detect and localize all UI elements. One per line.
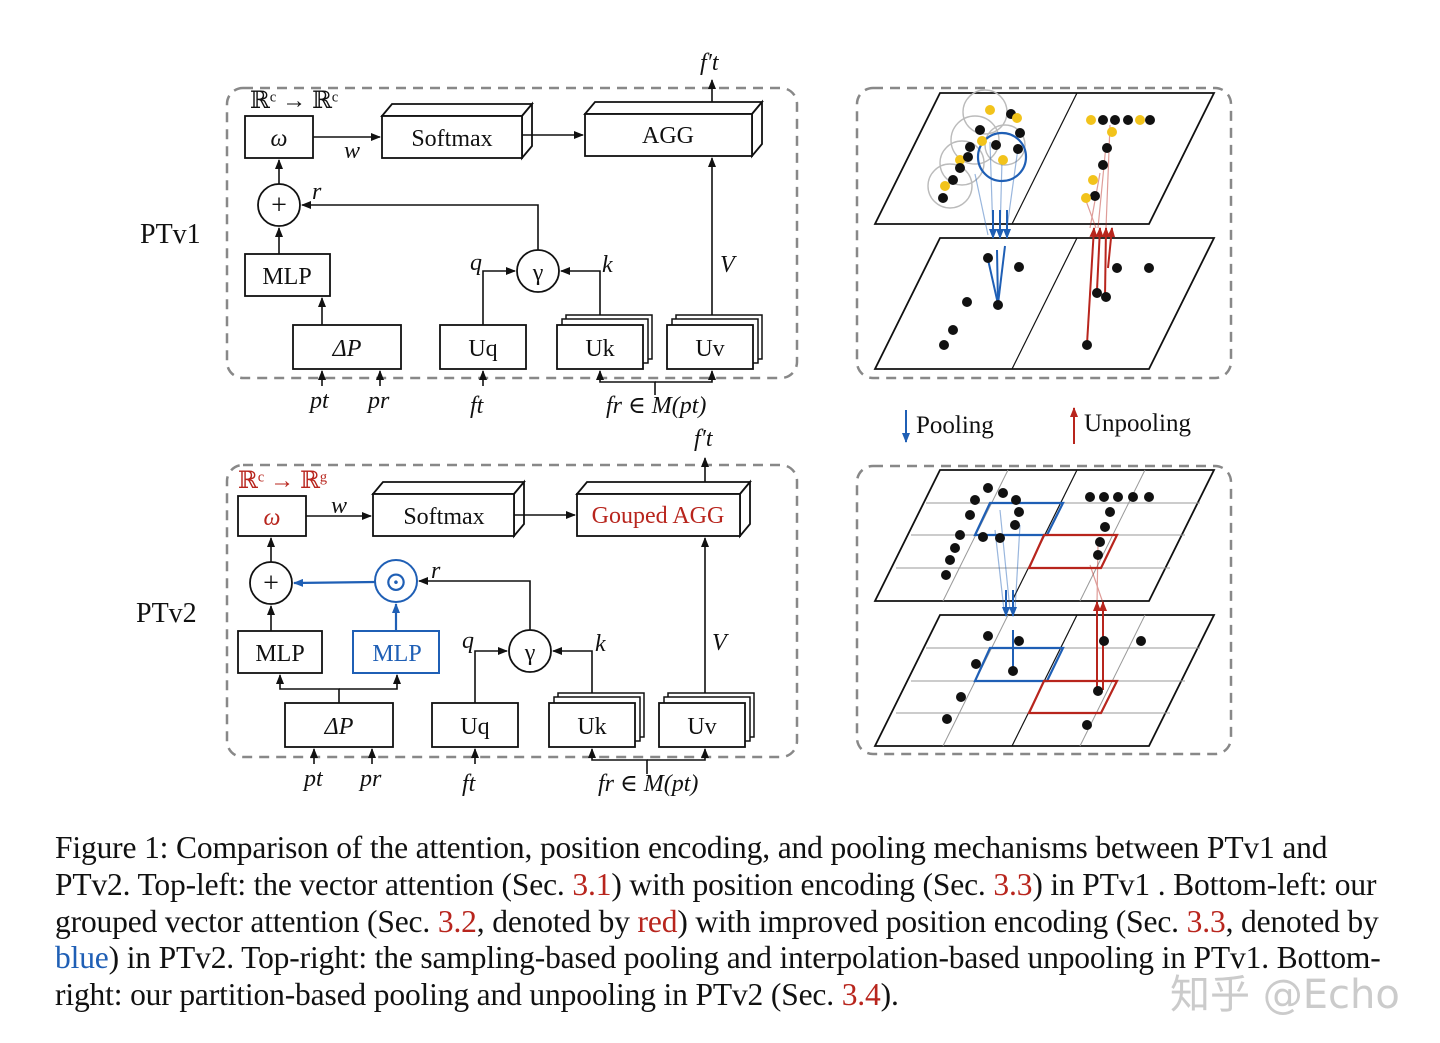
caption-text-5: ) with improved position encoding (Sec.: [677, 903, 1187, 939]
caption-text-2: ) with position encoding (Sec.: [611, 866, 994, 902]
ptv1-omega-label: ω: [271, 126, 288, 152]
ptv2-omega-box: [237, 495, 307, 537]
ptv1-mlp-box: [244, 253, 331, 297]
ptv1-plus-label: +: [271, 190, 287, 221]
caption-ref-3-3-a[interactable]: 3.3: [993, 866, 1033, 902]
ptv2-plus-label: +: [263, 568, 279, 599]
ptv1-deltap-box: [292, 324, 402, 370]
ptv1-mlp-label: MLP: [262, 264, 311, 290]
ptv1-softmax-label: Softmax: [411, 126, 492, 152]
ptv1-omega-box: [244, 115, 314, 159]
figure-caption: Figure 1: Comparison of the attention, p…: [55, 830, 1395, 1014]
caption-text-1: Figure 1: Comparison of the attention, p…: [55, 830, 1328, 902]
ptv2-agg-label: Gouped AGG: [592, 503, 725, 529]
ptv1-deltap-label: ΔP: [332, 336, 362, 362]
ptv2-input-ft: ft: [462, 771, 477, 797]
ptv1-input-pt: pt: [308, 388, 330, 414]
ptv2-blue-edges: [293, 578, 400, 631]
legend-pooling: Pooling: [916, 412, 994, 439]
ptv2-edge-w: w: [331, 493, 347, 519]
ptv1-input-fr: fr ∈ M(pt): [606, 393, 706, 419]
ptv2-deltap-label: ΔP: [324, 714, 354, 740]
ptv1-agg-label: AGG: [642, 123, 694, 149]
caption-ref-3-4[interactable]: 3.4: [841, 977, 881, 1013]
ptv2-edge-v: V: [712, 630, 729, 656]
ptv1-agg-box: [583, 99, 764, 159]
ptv1-edge-k: k: [602, 252, 613, 278]
legend-unpooling: Unpooling: [1084, 410, 1191, 437]
ptv2-odot-node: [374, 559, 418, 603]
ptv2-space-label: ℝᶜ → ℝᵍ: [238, 468, 327, 494]
ptv1-uk-stack: [556, 314, 653, 370]
ptv1-pooling-illustration: [855, 86, 1233, 380]
ptv2-edge-q: q: [462, 628, 474, 654]
ptv2-uv-stack: [658, 692, 755, 748]
ptv1-dashed-frame: [225, 86, 799, 380]
ptv1-uq-label: Uq: [468, 336, 497, 362]
caption-text-7: ) in PTv2. Top-right: the sampling-based…: [55, 940, 1381, 1013]
ptv2-omega-label: ω: [264, 505, 281, 531]
ptv2-softmax-box: [371, 479, 526, 539]
ptv2-diagram: PTv2 ℝᶜ → ℝᵍ ω Softmax Gouped AGG + ⊙ ML…: [136, 426, 799, 797]
ptv2-input-pt: pt: [302, 766, 324, 792]
ptv2-uq-label: Uq: [460, 714, 489, 740]
ptv2-input-pr: pr: [358, 766, 382, 792]
caption-text-8: ).: [880, 977, 899, 1013]
ptv2-edge-r: r: [431, 558, 441, 584]
ptv1-diagram: PTv1 ℝᶜ → ℝᶜ ω Softmax AGG + MLP γ ΔP: [140, 50, 799, 419]
ptv2-mlp-box: [237, 630, 323, 674]
figure-diagram: PTv1 ℝᶜ → ℝᶜ ω Softmax AGG + MLP γ ΔP: [136, 50, 1233, 797]
ptv2-odot-label: ⊙: [384, 567, 407, 598]
ptv2-edges: [267, 457, 709, 774]
ptv2-uk-stack: [548, 692, 645, 748]
caption-ref-3-1[interactable]: 3.1: [572, 866, 612, 902]
ptv1-edge-q: q: [470, 250, 482, 276]
ptv1-uv-stack: [666, 314, 763, 370]
ptv1-edge-v: V: [720, 252, 737, 278]
ptv2-uk-label: Uk: [577, 714, 606, 740]
ptv1-input-pr: pr: [366, 388, 390, 414]
ptv2-mlp-blue-label: MLP: [372, 641, 421, 667]
caption-ref-3-3-b[interactable]: 3.3: [1186, 903, 1226, 939]
ptv2-pooling-illustration: [855, 464, 1233, 756]
caption-blue-word: blue: [55, 940, 109, 976]
ptv1-uv-label: Uv: [695, 336, 724, 362]
ptv2-edge-k: k: [595, 631, 606, 657]
ptv1-output: f′t: [700, 50, 720, 76]
ptv1-uq-box: [439, 324, 527, 370]
ptv1-row-label: PTv1: [140, 219, 201, 250]
caption-red-word: red: [637, 903, 678, 939]
ptv1-edge-w: w: [344, 138, 360, 164]
ptv2-mlp-label: MLP: [255, 641, 304, 667]
caption-text-3: ) in PTv1 . Bottom-left: our grouped vec…: [55, 866, 1377, 939]
caption-text-6: , denoted by: [1225, 903, 1379, 939]
ptv2-uv-label: Uv: [687, 714, 716, 740]
caption-ref-3-2[interactable]: 3.2: [437, 903, 477, 939]
pooling-legend: Pooling Unpooling: [902, 407, 1191, 444]
ptv2-mlp-blue-box: [352, 630, 440, 674]
ptv1-pooling-frame: [855, 86, 1233, 380]
query-ball: [976, 131, 1028, 183]
ptv1-space-label: ℝᶜ → ℝᶜ: [250, 88, 338, 114]
watermark: 知乎 @Echo: [1170, 972, 1400, 1018]
ptv2-input-fr: fr ∈ M(pt): [598, 771, 698, 797]
ptv2-pooling-frame: [855, 464, 1233, 756]
ptv2-gamma-label: γ: [524, 640, 536, 666]
ptv2-agg-box: [575, 479, 752, 539]
ptv1-uk-label: Uk: [585, 336, 614, 362]
caption-text-4: , denoted by: [476, 903, 638, 939]
ptv2-softmax-label: Softmax: [403, 504, 484, 530]
ptv2-row-label: PTv2: [136, 598, 197, 629]
ptv1-gamma-label: γ: [532, 260, 544, 286]
ptv1-softmax-box: [380, 101, 534, 161]
ptv2-output: f′t: [694, 426, 714, 452]
ptv1-edges: [275, 79, 716, 395]
ptv1-input-ft: ft: [470, 393, 485, 419]
ptv1-edge-r: r: [312, 179, 322, 205]
